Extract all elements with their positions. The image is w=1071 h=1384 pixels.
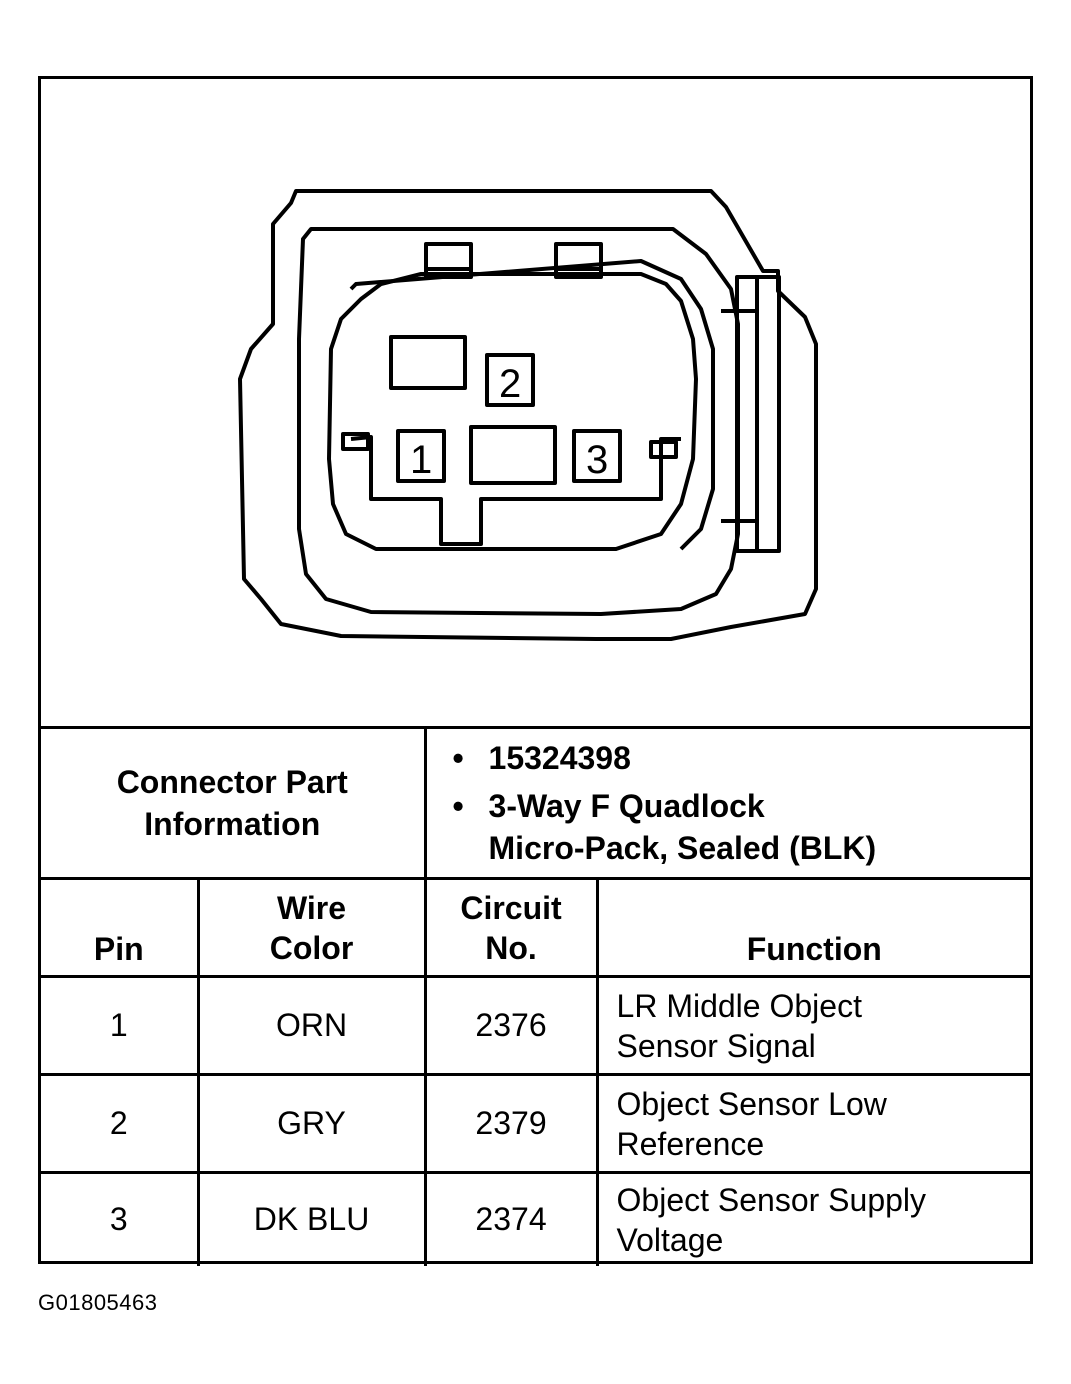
- pin-receptacle: [327, 272, 698, 551]
- pin-3-box: [572, 429, 622, 483]
- connector-table: Connector Part Information • 15324398 • …: [41, 726, 1031, 1266]
- function-line2: Voltage: [616, 1221, 724, 1258]
- circuit-cell: 2379: [423, 1073, 599, 1174]
- part-info-label-line2: Information: [144, 806, 321, 842]
- part-info-row: Connector Part Information • 15324398 • …: [41, 726, 1031, 880]
- pin-1-box: [396, 429, 446, 483]
- bullet: •: [452, 740, 464, 776]
- function-line2: Sensor Signal: [616, 1027, 816, 1064]
- function-cell: Object Sensor Low Reference: [595, 1073, 1031, 1174]
- pin-carrier: [350, 435, 681, 546]
- part-info-list: • 15324398 • 3-Way F Quadlock Micro-Pack…: [427, 737, 1031, 869]
- header-circuit-line1: Circuit: [460, 889, 562, 926]
- connector-face-drawing: 2 1 3: [238, 189, 818, 641]
- connector-sheet: 2 1 3 Connector Part Information • 15324…: [38, 76, 1033, 1266]
- wire-color-cell: ORN: [196, 975, 427, 1076]
- function-cell: LR Middle Object Sensor Signal: [595, 975, 1031, 1076]
- part-info-values: • 15324398 • 3-Way F Quadlock Micro-Pack…: [423, 726, 1031, 880]
- function-cell: Object Sensor Supply Voltage: [595, 1171, 1031, 1266]
- pin-2-label: 2: [499, 362, 521, 406]
- function-line1: Object Sensor Low: [616, 1085, 887, 1122]
- function-line1: LR Middle Object: [616, 987, 862, 1024]
- header-wire-color: Wire Color: [196, 877, 427, 978]
- circuit-cell: 2376: [423, 975, 599, 1076]
- wire-color-cell: GRY: [196, 1073, 427, 1174]
- pin-2-box: [485, 353, 535, 407]
- top-tab-right: [554, 242, 603, 279]
- pin-cell: 2: [41, 1073, 200, 1174]
- function-line2: Reference: [616, 1125, 765, 1162]
- top-tab-left: [424, 242, 473, 279]
- part-number: 15324398: [488, 740, 631, 776]
- function-line1: Object Sensor Supply: [616, 1181, 927, 1218]
- figure-id-caption: G01805463: [38, 1290, 158, 1315]
- connector-type-line2: Micro-Pack, Sealed (BLK): [488, 830, 877, 866]
- connector-face-diagram: 2 1 3: [41, 79, 1030, 726]
- table-row: 1 ORN 2376 LR Middle Object Sensor Signa…: [41, 975, 1031, 1076]
- pin-cell: 1: [41, 975, 200, 1076]
- header-row: Pin Wire Color Circuit No. Function: [41, 877, 1031, 978]
- table-row: 2 GRY 2379 Object Sensor Low Reference: [41, 1073, 1031, 1174]
- bullet: •: [452, 788, 464, 824]
- wire-color-cell: DK BLU: [196, 1171, 427, 1266]
- side-latch: [735, 275, 781, 553]
- circuit-cell: 2374: [423, 1171, 599, 1266]
- pin-cell: 3: [41, 1171, 200, 1266]
- header-wire-color-line1: Wire: [276, 889, 347, 926]
- connector-inner-housing: [297, 227, 740, 616]
- header-wire-color-line2: Color: [269, 929, 354, 966]
- part-info-label-line1: Connector Part: [116, 764, 348, 800]
- pin-3-label: 3: [586, 438, 608, 482]
- header-circuit-line2: No.: [485, 929, 537, 966]
- pin-1-label: 1: [410, 438, 432, 482]
- header-function: Function: [595, 877, 1031, 978]
- header-circuit-no: Circuit No.: [423, 877, 599, 978]
- connector-outer-housing: [238, 189, 818, 641]
- connector-type-line1: 3-Way F Quadlock: [488, 788, 765, 824]
- header-pin: Pin: [41, 877, 200, 978]
- part-info-label: Connector Part Information: [41, 726, 427, 880]
- pin-center-socket: [469, 425, 557, 485]
- part-number-item: • 15324398: [453, 737, 1031, 779]
- table-row: 3 DK BLU 2374 Object Sensor Supply Volta…: [41, 1171, 1031, 1266]
- connector-type-item: • 3-Way F Quadlock Micro-Pack, Sealed (B…: [453, 785, 1031, 869]
- keying-slot: [389, 335, 467, 390]
